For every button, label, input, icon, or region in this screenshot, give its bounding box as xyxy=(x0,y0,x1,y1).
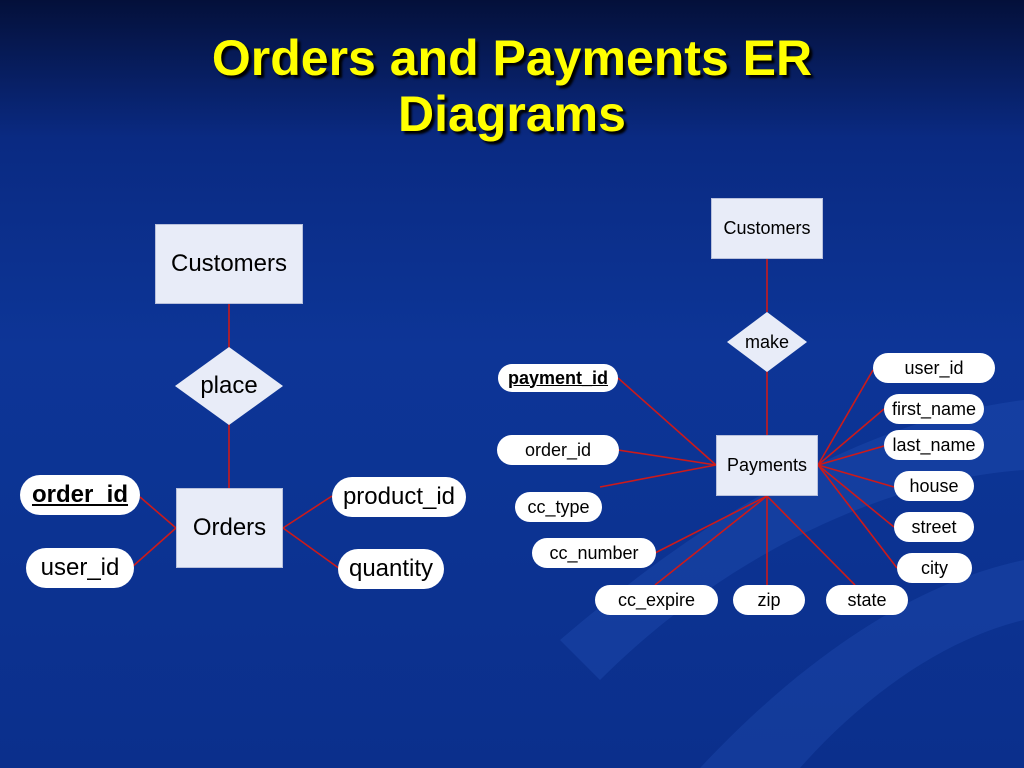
attribute-first-name: first_name xyxy=(884,394,984,424)
attribute-street: street xyxy=(894,512,974,542)
diamond-shape xyxy=(727,312,807,372)
line-payments-city xyxy=(817,464,898,569)
line-user-id-orders xyxy=(131,527,177,568)
title-line-1: Orders and Payments ER xyxy=(211,30,813,86)
attribute-order-id-right-label: order_id xyxy=(524,439,592,460)
attribute-house: house xyxy=(894,471,974,501)
attribute-cc-number-label: cc_number xyxy=(549,542,639,563)
line-cc-type-payments xyxy=(599,464,717,488)
attribute-last-name-label: last_name xyxy=(892,434,976,455)
attribute-cc-type: cc_type xyxy=(515,492,602,522)
attribute-payment-id-label: payment_id xyxy=(507,367,609,388)
attribute-user-id-right: user_id xyxy=(873,353,995,383)
attribute-product-id: product_id xyxy=(332,477,466,517)
title-line-2: Diagrams xyxy=(398,86,626,142)
attribute-user-id-left-label: user_id xyxy=(40,554,120,581)
line-order-id-payments xyxy=(617,449,717,466)
line-payment-id-payments xyxy=(617,377,717,466)
relationship-make-label: make xyxy=(744,331,789,352)
attribute-zip-label: zip xyxy=(757,589,781,610)
attribute-city-label: city xyxy=(921,557,948,578)
line-cc-number-payments xyxy=(654,495,768,554)
diamond-shape xyxy=(175,347,283,425)
attribute-city: city xyxy=(897,553,972,583)
attribute-quantity: quantity xyxy=(338,549,444,589)
attribute-quantity-label: quantity xyxy=(348,555,434,582)
entity-customers-right-label: Customers xyxy=(723,218,811,238)
attribute-first-name-label: first_name xyxy=(891,398,977,419)
relationship-make: make xyxy=(727,312,807,372)
slide-title: Orders and Payments ER Diagrams xyxy=(0,30,1024,142)
attribute-cc-expire: cc_expire xyxy=(595,585,718,615)
relationship-place-label: place xyxy=(200,372,258,399)
attribute-state-label: state xyxy=(847,589,887,610)
entity-payments: Payments xyxy=(716,435,818,496)
line-cc-expire-payments xyxy=(654,495,768,586)
attribute-state: state xyxy=(826,585,908,615)
attribute-house-label: house xyxy=(909,475,959,496)
line-state-payments xyxy=(766,495,856,586)
attribute-zip: zip xyxy=(733,585,805,615)
attribute-user-id-left: user_id xyxy=(26,548,134,588)
line-payments-street xyxy=(817,464,895,528)
attribute-product-id-label: product_id xyxy=(342,483,456,510)
entity-customers-left: Customers xyxy=(155,224,303,304)
attribute-cc-number: cc_number xyxy=(532,538,656,568)
attribute-payment-id: payment_id xyxy=(498,364,618,392)
attribute-last-name: last_name xyxy=(884,430,984,460)
entity-payments-label: Payments xyxy=(726,455,808,475)
line-order-id-orders xyxy=(139,496,177,529)
line-payments-first-name xyxy=(817,408,885,466)
entity-orders-label: Orders xyxy=(192,514,267,541)
entity-customers-right: Customers xyxy=(711,198,823,259)
attribute-street-label: street xyxy=(911,516,957,537)
line-payments-last-name xyxy=(817,445,885,466)
entity-orders: Orders xyxy=(176,488,283,568)
attribute-cc-type-label: cc_type xyxy=(527,496,590,517)
attribute-order-id-label: order_id xyxy=(31,481,129,508)
attribute-cc-expire-label: cc_expire xyxy=(617,589,696,610)
line-orders-quantity xyxy=(282,527,341,570)
line-orders-product-id xyxy=(282,495,333,529)
line-payments-house xyxy=(817,464,895,488)
attribute-order-id: order_id xyxy=(20,475,140,515)
relationship-place: place xyxy=(175,347,283,425)
line-payments-user-id xyxy=(817,369,874,466)
attribute-user-id-right-label: user_id xyxy=(904,357,964,378)
attribute-order-id-right: order_id xyxy=(497,435,619,465)
entity-customers-left-label: Customers xyxy=(170,250,288,277)
